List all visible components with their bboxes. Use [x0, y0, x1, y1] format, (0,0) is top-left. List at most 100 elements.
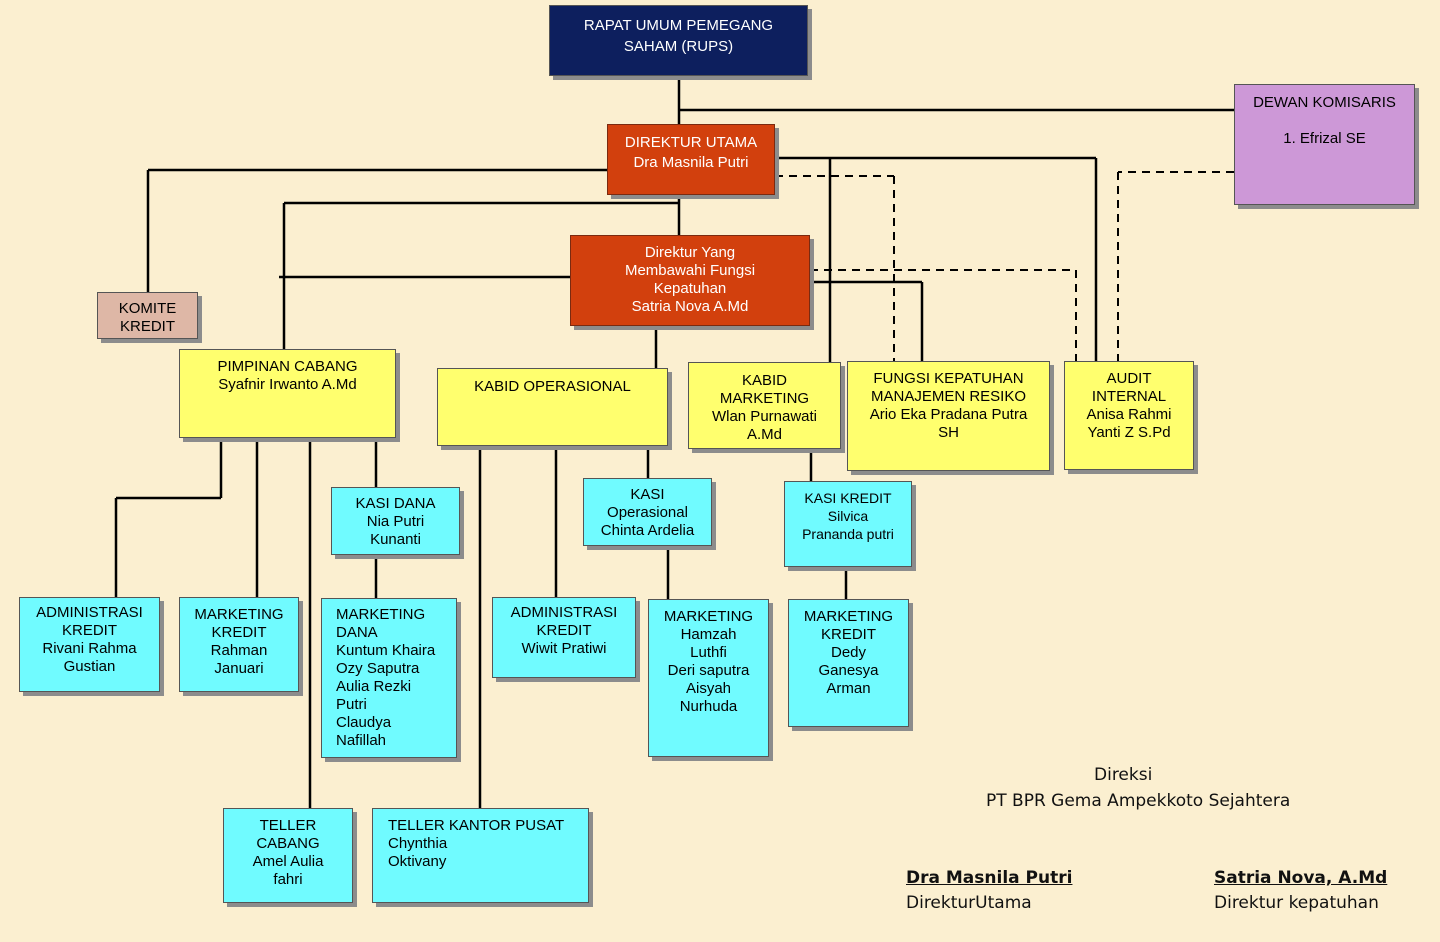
box-text-line: KASI DANA [355, 495, 436, 512]
box-text-line: Ganesya [818, 662, 879, 679]
box-text-line: RAPAT UMUM PEMEGANG [583, 17, 774, 34]
box-text-line: Anisa Rahmi [1086, 406, 1172, 423]
box-text-line: KABID [741, 372, 787, 389]
company-name: PT BPR Gema Ampekkoto Sejahtera [986, 791, 1291, 811]
box-text-line: PIMPINAN CABANG [217, 358, 358, 375]
box-text-line: CABANG [256, 835, 320, 852]
box-text-line: Arman [826, 680, 871, 697]
box-text-line: Chynthia [388, 835, 448, 852]
box-text-line: Luthfi [690, 644, 727, 661]
box-text-line: AUDIT [1106, 370, 1152, 387]
signatory-2-name: Satria Nova, A.Md [1214, 868, 1388, 888]
box-text-line: KASI KREDIT [804, 490, 892, 506]
box-text-line: Aulia Rezki [336, 678, 412, 695]
box-text-line: TELLER KANTOR PUSAT [388, 817, 565, 834]
box-text-line: Aisyah [685, 680, 732, 697]
box-text-line: Nafillah [336, 732, 387, 749]
box-text-line: Kuntum Khaira [336, 642, 436, 659]
box-text-line: Ario Eka Pradana Putra [869, 406, 1028, 423]
box-text-line: A.Md [746, 426, 782, 443]
box-text-line: MARKETING [803, 608, 894, 625]
box-text-line: MANAJEMEN RESIKO [870, 388, 1027, 405]
box-text-line: Deri saputra [667, 662, 750, 679]
box-text-line: INTERNAL [1091, 388, 1167, 405]
box-text-line: Yanti Z S.Pd [1087, 424, 1171, 441]
box-text-line: Rivani Rahma [42, 640, 137, 657]
box-text-line: ADMINISTRASI [36, 604, 143, 621]
box-text-line: Putri [336, 696, 367, 713]
box-text-line: ADMINISTRASI [510, 604, 618, 621]
box-text-line: Oktivany [388, 853, 447, 870]
box-text-line: KABID OPERASIONAL [474, 378, 631, 395]
box-text-line: Wiwit Pratiwi [521, 640, 607, 657]
box-text-line: DEWAN KOMISARIS [1253, 94, 1396, 111]
box-text-line: Membawahi Fungsi [624, 262, 756, 279]
signatory-1-name: Dra Masnila Putri [906, 868, 1073, 888]
box-text-line: Ozy Saputra [336, 660, 420, 677]
box-text-line: KREDIT [536, 622, 592, 639]
box-text-line: Hamzah [680, 626, 737, 643]
box-text-line: Syafnir Irwanto A.Md [218, 376, 357, 393]
box-text-line: KREDIT [820, 626, 876, 643]
box-text-line: Claudya [336, 714, 392, 731]
box-text-line: MARKETING [719, 390, 810, 407]
box-text-line: Wlan Purnawati [711, 408, 818, 425]
box-text-line: KASI [630, 486, 665, 503]
box-text-line: Gustian [63, 658, 116, 675]
signatory-1-role: DirekturUtama [906, 893, 1032, 913]
box-text-line: DIREKTUR UTAMA [624, 134, 758, 151]
box-text-line: Direktur Yang [644, 244, 736, 261]
signature-title: Direksi [1094, 765, 1153, 785]
box-text-line: DANA [336, 624, 378, 641]
box-text-line: SAHAM (RUPS) [623, 38, 734, 55]
box-text-line: Operasional [607, 504, 688, 521]
box-text-line: Dra Masnila Putri [633, 154, 749, 171]
box-text-line: MARKETING [194, 606, 284, 623]
signatory-2-role: Direktur kepatuhan [1214, 893, 1379, 913]
box-text-line: KREDIT [119, 318, 175, 335]
box-text-line: Januari [214, 660, 264, 677]
box-text-line: Prananda putri [802, 526, 894, 542]
box-text-line: MARKETING [336, 606, 426, 623]
box-text-line: KREDIT [61, 622, 117, 639]
kabid-operasional-box: KABID OPERASIONAL [437, 368, 668, 446]
box-text-line: TELLER [259, 817, 317, 834]
box-text-line: Kepatuhan [653, 280, 727, 297]
box-text-line: KOMITE [118, 300, 177, 317]
box-text-line: Dedy [830, 644, 867, 661]
box-text-line: Nia Putri [366, 513, 425, 530]
direktur-utama-box: DIREKTUR UTAMA Dra Masnila Putri [607, 124, 775, 195]
box-text-line: MARKETING [663, 608, 754, 625]
box-text-line: Nurhuda [679, 698, 738, 715]
box-text-line: Kunanti [370, 531, 421, 548]
box-text-line: KREDIT [211, 624, 267, 641]
box-text-line: Satria Nova A.Md [631, 298, 749, 315]
box-text-line: SH [938, 424, 959, 441]
box-text-line: fahri [273, 871, 303, 888]
box-text-line: Rahman [210, 642, 268, 659]
box-text-line: Silvica [827, 508, 869, 524]
box-text-line: FUNGSI KEPATUHAN [873, 370, 1024, 387]
box-text-line: Chinta Ardelia [600, 522, 695, 539]
rups-box: RAPAT UMUM PEMEGANG SAHAM (RUPS) [549, 5, 808, 76]
box-text-line: Amel Aulia [252, 853, 324, 870]
